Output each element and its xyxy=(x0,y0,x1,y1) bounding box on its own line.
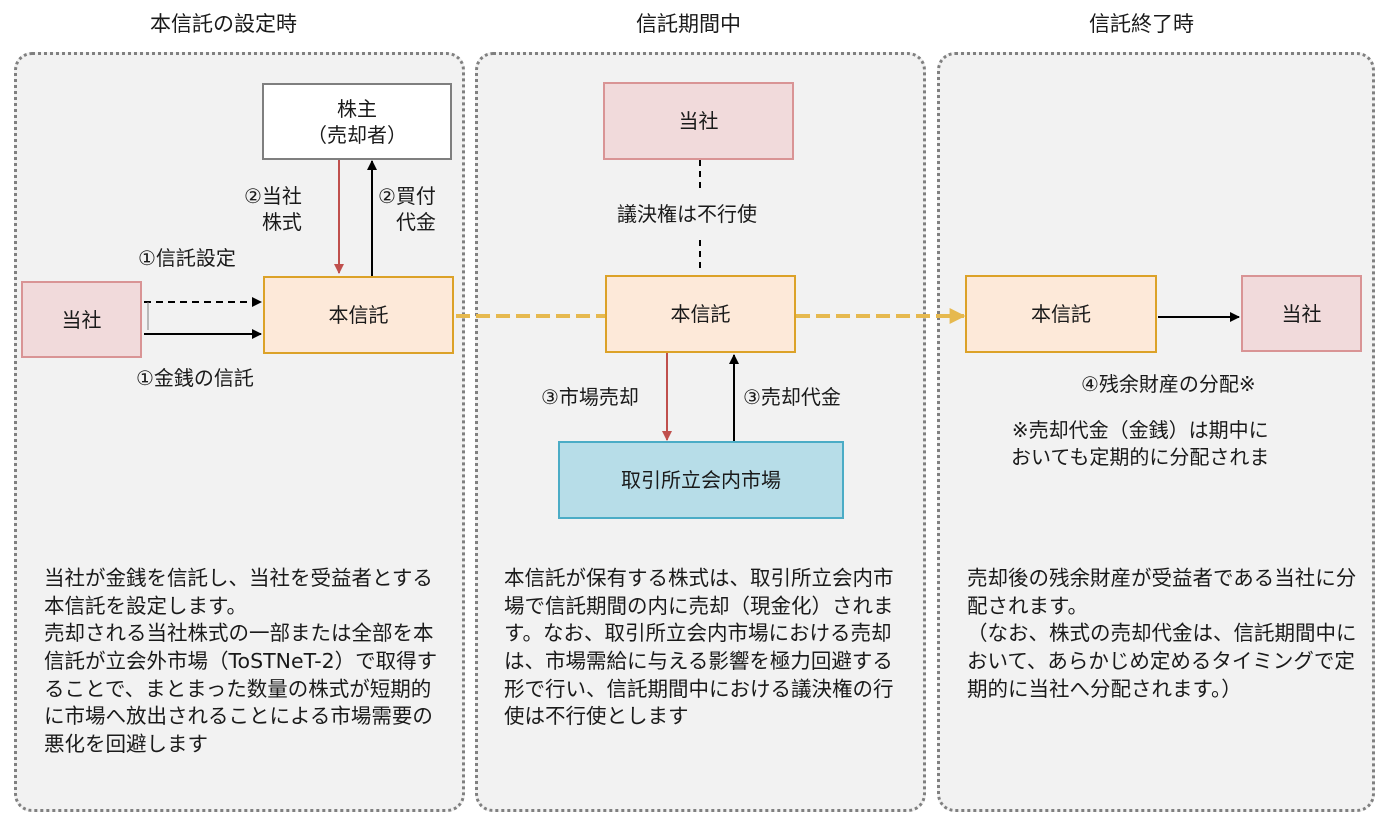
label-company-shares: ②当社 株式 xyxy=(244,184,302,234)
label-voting: 議決権は不行使 xyxy=(617,202,757,226)
trust-node-setup: 本信託 xyxy=(263,276,454,354)
trust-node-during: 本信託 xyxy=(605,275,796,353)
label-note: ※売却代金（金銭）は期中に おいても定期的に分配されま xyxy=(1011,418,1270,469)
description-end: 売却後の残余財産が受益者である当社に分配されます。 （なお、株式の売却代金は、信… xyxy=(967,566,1357,701)
description-during: 本信託が保有する株式は、取引所立会内市場で信託期間の内に売却（現金化）されます。… xyxy=(504,566,894,729)
label-distribution: ④残余財産の分配※ xyxy=(1081,372,1256,396)
company-node-setup: 当社 xyxy=(21,281,142,358)
company-node-during: 当社 xyxy=(603,82,794,160)
panel-end xyxy=(937,52,1375,812)
label-trust-setup: ①信託設定 xyxy=(138,246,236,270)
panel-setup xyxy=(14,52,465,812)
company-node-end: 当社 xyxy=(1241,275,1362,352)
label-market-sale: ③市場売却 xyxy=(541,385,639,409)
exchange-market-node: 取引所立会内市場 xyxy=(558,441,844,519)
phase-title-setup: 本信託の設定時 xyxy=(150,12,297,36)
label-purchase-price: ②買付 代金 xyxy=(378,184,436,234)
phase-title-end: 信託終了時 xyxy=(1089,12,1194,36)
label-money-trust: ①金銭の信託 xyxy=(136,366,254,390)
phase-title-during: 信託期間中 xyxy=(636,12,741,36)
trust-node-end: 本信託 xyxy=(965,275,1157,353)
description-setup: 当社が金銭を信託し、当社を受益者とする本信託を設定します。 売却される当社株式の… xyxy=(44,566,438,757)
label-sale-proceeds: ③売却代金 xyxy=(743,385,841,409)
shareholder-node: 株主 （売却者） xyxy=(262,83,452,160)
